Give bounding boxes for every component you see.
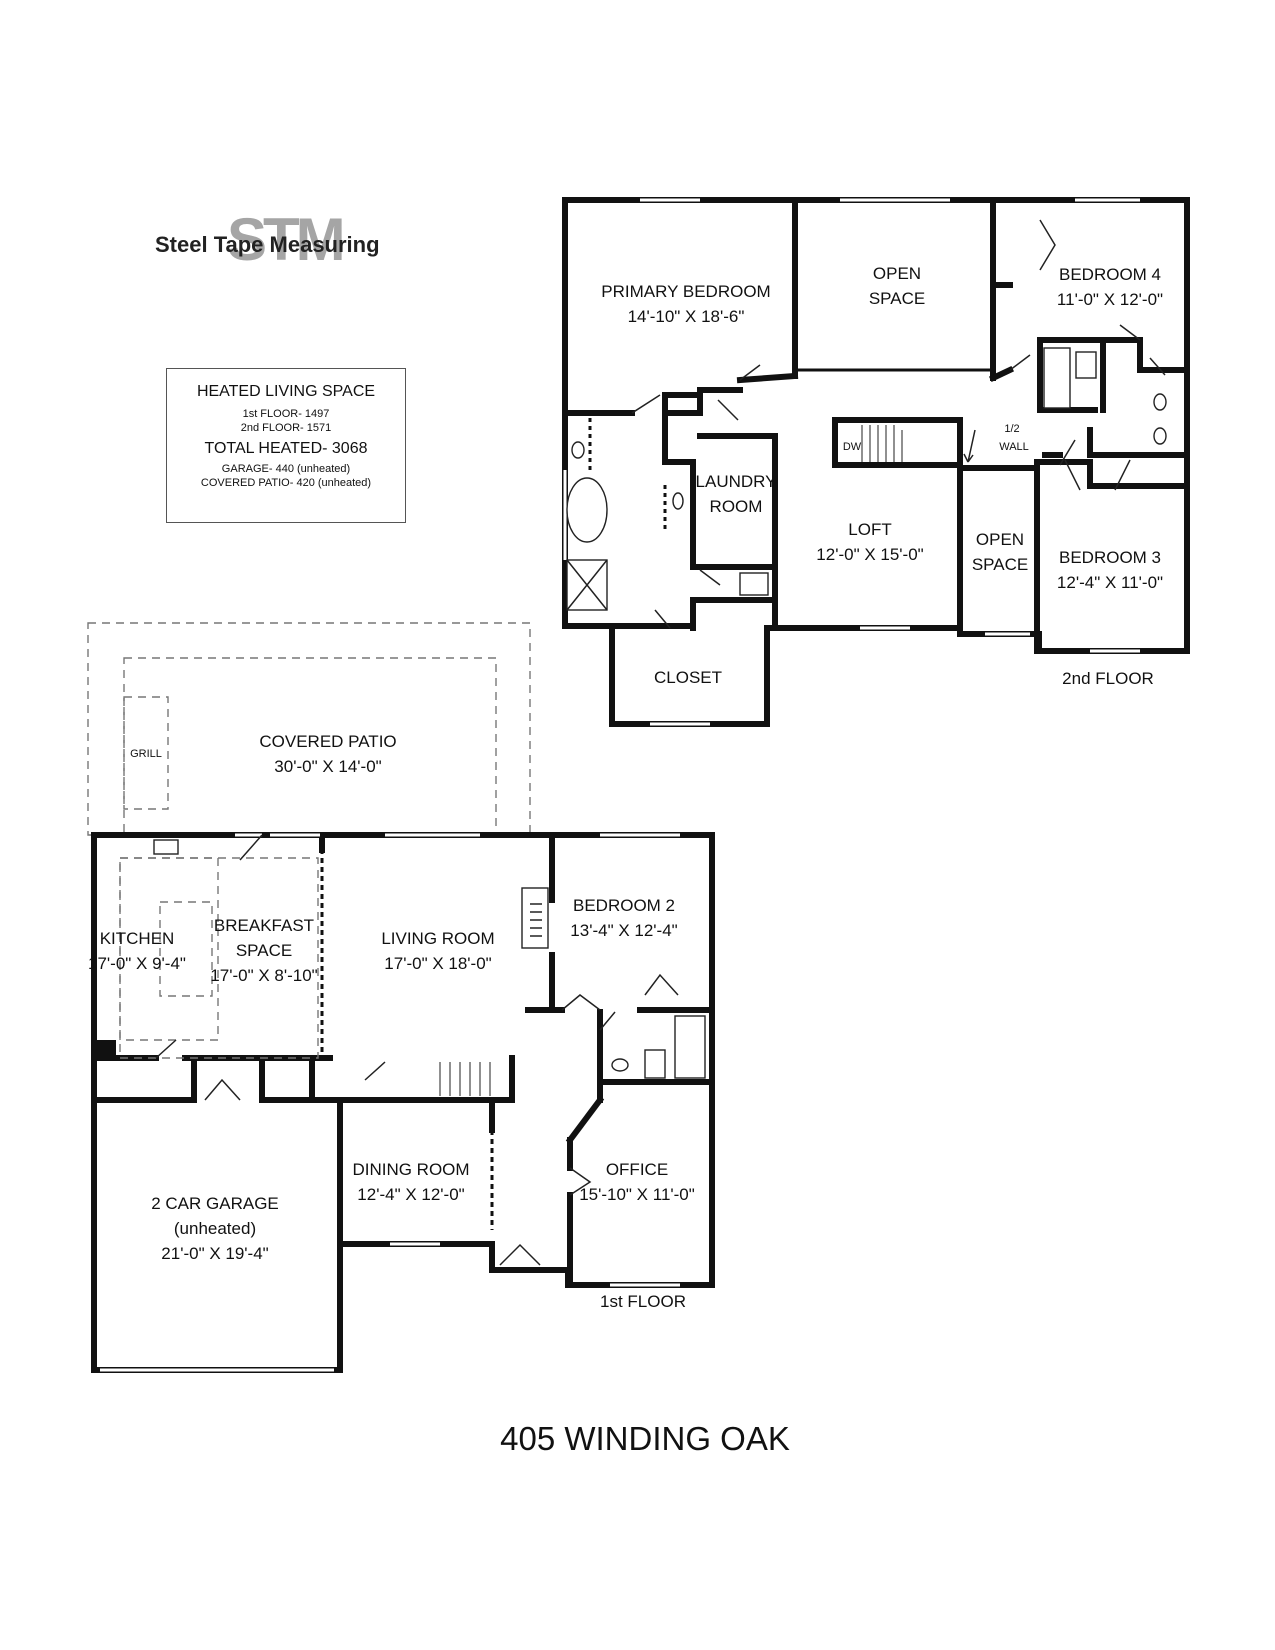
open-space-mid-label-2: SPACE [972,555,1028,574]
garage-label-2: (unheated) [174,1219,256,1238]
covered-patio-dims: 30'-0" X 14'-0" [274,757,381,776]
column [94,1040,116,1058]
island-outline [159,901,213,997]
sink [611,1058,629,1072]
living-room-label: LIVING ROOM [381,929,494,948]
bedroom3-label: BEDROOM 3 [1059,548,1161,567]
open-space-top-label: OPEN [873,264,921,283]
primary-bedroom-dims: 14'-10" X 18'-6" [628,307,745,326]
sink [1153,427,1167,445]
summary-patio: COVERED PATIO- 420 (unheated) [200,477,372,489]
summary-second-floor: 2nd FLOOR- 1571 [240,422,332,434]
primary-bedroom-label: PRIMARY BEDROOM [601,282,770,301]
loft-dims: 12'-0" X 15'-0" [816,545,923,564]
sink [571,441,585,459]
half-wall-label-1: 1/2 [1004,423,1019,435]
grill-outline [123,696,169,810]
bedroom4-dims: 11'-0" X 12'-0" [1057,290,1163,309]
summary-heading: HEATED LIVING SPACE [196,383,376,400]
closet-label: CLOSET [654,668,722,687]
wall [736,372,799,384]
arrow-icon [963,429,976,463]
second-floor-windows [563,198,1140,726]
toilet [1075,351,1097,379]
toilet [644,1049,666,1079]
first-floor-plan: COVERED PATIO 30'-0" X 14'-0" GRILL KITC… [87,622,715,1373]
kitchen-label: KITCHEN [100,929,175,948]
open-space-top-label-2: SPACE [869,289,925,308]
kitchen-dims: 17'-0" X 9'-4" [88,954,186,973]
kitchen-area [119,857,319,1059]
counter-outline [119,857,219,1041]
breakfast-label-2: SPACE [236,941,292,960]
office-label: OFFICE [606,1160,668,1179]
fireplace [521,887,549,949]
grill-label: GRILL [130,748,162,760]
second-floor-label: 2nd FLOOR [1062,669,1154,688]
logo-text: Steel Tape Measuring [155,232,380,257]
fireplace-grate [530,903,542,937]
property-address: 405 WINDING OAK [500,1420,790,1457]
dishwasher-label: DW [843,441,862,453]
first-floor-doors [155,834,679,1266]
half-wall-label-2: WALL [999,441,1029,453]
logo-monogram: STM [227,206,346,273]
covered-patio-outline [87,622,531,836]
bedroom4-label: BEDROOM 4 [1059,265,1161,284]
first-floor-label: 1st FLOOR [600,1292,686,1311]
wall [565,1095,605,1145]
summary-garage: GARAGE- 440 (unheated) [221,463,351,475]
staircase [861,425,903,462]
dining-room-dims: 12'-4" X 12'-0" [357,1185,464,1204]
bathtub [674,1015,706,1079]
bedroom3-dims: 12'-4" X 11'-0" [1057,573,1163,592]
area-summary-box: HEATED LIVING SPACE 1st FLOOR- 1497 2nd … [166,368,406,523]
garage-dims: 21'-0" X 19'-4" [161,1244,268,1263]
sink [153,839,179,855]
garage-label: 2 CAR GARAGE [151,1194,279,1213]
laundry-label-2: ROOM [710,497,763,516]
company-logo: STM Steel Tape Measuring [155,210,395,280]
sink [1153,393,1167,411]
second-floor-doors [631,219,1166,629]
summary-total: TOTAL HEATED- 3068 [204,440,368,457]
covered-patio-label: COVERED PATIO [259,732,396,751]
breakfast-dims: 17'-0" X 8'-10" [210,966,317,985]
staircase [439,1062,491,1096]
sink [672,492,684,510]
second-floor-plan: PRIMARY BEDROOM 14'-10" X 18'-6" OPEN SP… [562,197,1190,727]
office-dims: 15'-10" X 11'-0" [579,1185,695,1204]
breakfast-label: BREAKFAST [214,916,314,935]
open-space-mid-label: OPEN [976,530,1024,549]
dining-room-label: DINING ROOM [352,1160,469,1179]
bedroom2-dims: 13'-4" X 12'-4" [570,921,677,940]
bathtub [1043,347,1071,409]
bathtub [566,477,608,543]
wall [989,366,1014,382]
living-room-dims: 17'-0" X 18'-0" [384,954,491,973]
toilet [739,572,769,596]
summary-first-floor: 1st FLOOR- 1497 [242,408,330,420]
first-floor-windows [100,833,680,1372]
bedroom2-label: BEDROOM 2 [573,896,675,915]
laundry-label: LAUNDRY [696,472,777,491]
loft-label: LOFT [848,520,891,539]
